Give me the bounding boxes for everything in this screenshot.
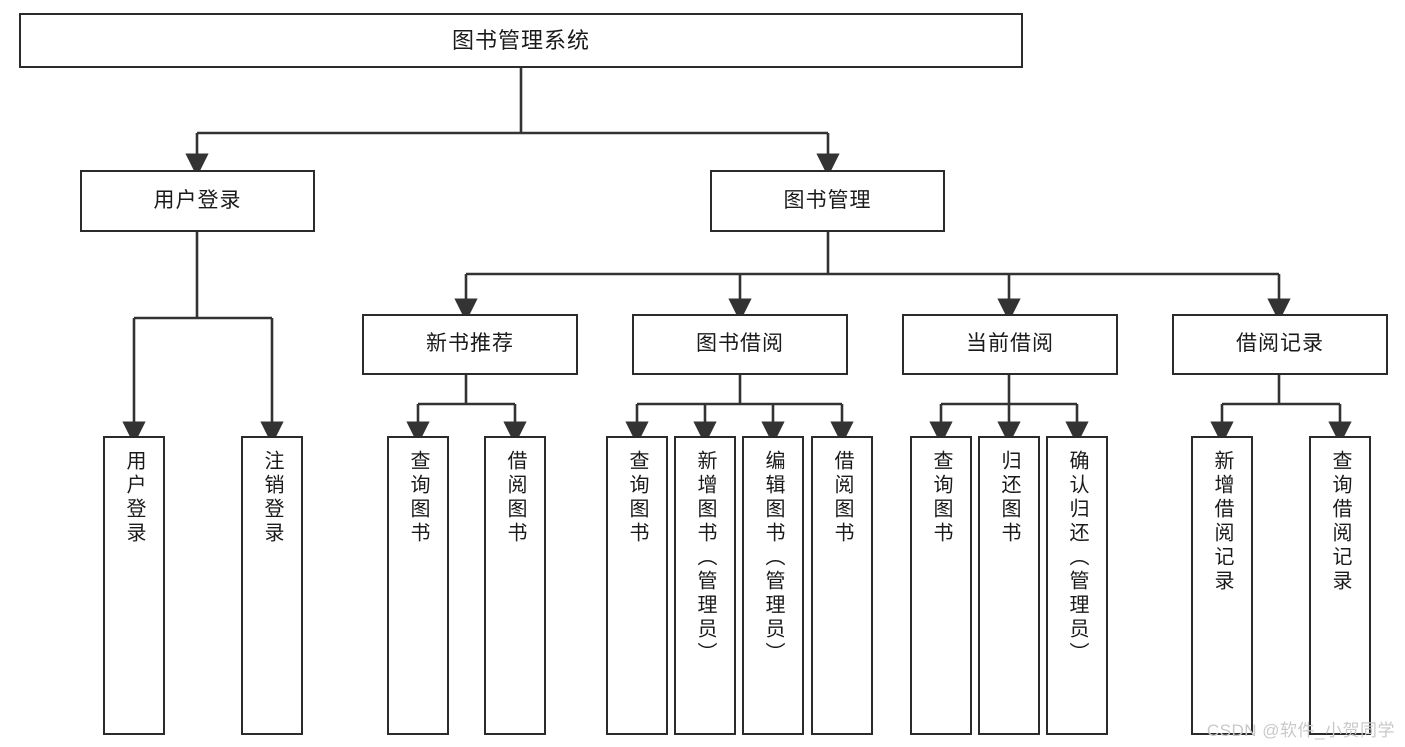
node-label: 查询图书 xyxy=(626,450,648,546)
node-new-book-recommendation[interactable]: 新书推荐 xyxy=(362,314,578,375)
node-label: 确认归还（管理员） xyxy=(1066,450,1088,666)
csdn-watermark: CSDN @软件_小贺同学 xyxy=(1206,721,1395,740)
node-label: 图书管理系统 xyxy=(451,27,590,53)
node-borrowing-record[interactable]: 借阅记录 xyxy=(1172,314,1388,375)
node-user-login[interactable]: 用户登录 xyxy=(80,170,315,232)
node-book-borrowing[interactable]: 图书借阅 xyxy=(632,314,848,375)
node-book-management[interactable]: 图书管理 xyxy=(710,170,945,232)
node-label: 借阅记录 xyxy=(1236,332,1324,356)
node-label: 图书管理 xyxy=(783,188,872,212)
node-label: 用户登录 xyxy=(123,450,145,546)
node-label: 当前借阅 xyxy=(966,332,1054,356)
node-label: 查询图书 xyxy=(930,450,952,546)
node-label: 借阅图书 xyxy=(831,450,853,546)
node-label: 图书借阅 xyxy=(696,332,784,356)
node-label: 新增图书（管理员） xyxy=(694,450,716,666)
node-label: 查询图书 xyxy=(407,450,429,546)
leaf-cb-confirm-return-admin[interactable]: 确认归还（管理员） xyxy=(1046,436,1108,735)
leaf-user-login[interactable]: 用户登录 xyxy=(103,436,165,735)
leaf-bb-query-book[interactable]: 查询图书 xyxy=(606,436,668,735)
node-label: 用户登录 xyxy=(153,188,242,212)
node-label: 注销登录 xyxy=(261,450,283,546)
node-label: 新书推荐 xyxy=(426,332,514,356)
leaf-cb-return-book[interactable]: 归还图书 xyxy=(978,436,1040,735)
node-root-book-management-system[interactable]: 图书管理系统 xyxy=(19,13,1023,68)
leaf-rec-query-book[interactable]: 查询图书 xyxy=(387,436,449,735)
node-label: 编辑图书（管理员） xyxy=(762,450,784,666)
node-current-borrowing[interactable]: 当前借阅 xyxy=(902,314,1118,375)
leaf-user-logout[interactable]: 注销登录 xyxy=(241,436,303,735)
leaf-br-query-record[interactable]: 查询借阅记录 xyxy=(1309,436,1371,735)
node-label: 归还图书 xyxy=(998,450,1020,546)
node-label: 借阅图书 xyxy=(504,450,526,546)
leaf-rec-borrow-book[interactable]: 借阅图书 xyxy=(484,436,546,735)
node-label: 新增借阅记录 xyxy=(1211,450,1233,594)
leaf-cb-query-book[interactable]: 查询图书 xyxy=(910,436,972,735)
leaf-bb-edit-book-admin[interactable]: 编辑图书（管理员） xyxy=(742,436,804,735)
leaf-br-add-record[interactable]: 新增借阅记录 xyxy=(1191,436,1253,735)
leaf-bb-borrow-book[interactable]: 借阅图书 xyxy=(811,436,873,735)
leaf-bb-add-book-admin[interactable]: 新增图书（管理员） xyxy=(674,436,736,735)
node-label: 查询借阅记录 xyxy=(1329,450,1351,594)
